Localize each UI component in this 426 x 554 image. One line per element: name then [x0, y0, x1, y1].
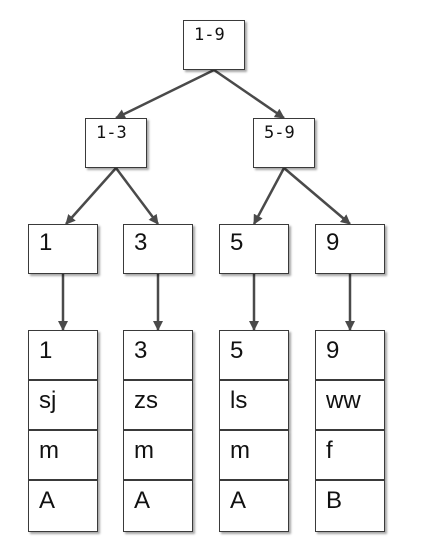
edge-right-to-leaf-5	[252, 167, 286, 225]
leaf-label: 1	[39, 229, 53, 256]
record-value: m	[230, 437, 250, 464]
right-internal-label: 5-9	[264, 123, 295, 143]
leaf-node-9: 9	[315, 224, 385, 274]
record-cell: A	[28, 480, 98, 532]
record-value: f	[326, 437, 333, 464]
root-node: 1-9	[183, 20, 245, 70]
left-internal-label: 1-3	[96, 123, 127, 143]
record-cell: A	[123, 480, 193, 532]
leaf-node-3: 3	[123, 224, 193, 274]
record-cell: 9	[315, 330, 385, 380]
leaf-label: 5	[230, 229, 244, 256]
record-cell: m	[219, 430, 289, 480]
record-value: ww	[326, 387, 361, 414]
record-value: A	[230, 487, 247, 514]
record-value: 1	[39, 337, 53, 364]
edge-left-to-leaf-1	[65, 167, 117, 225]
record-value: B	[326, 487, 343, 514]
left-internal-node: 1-3	[85, 118, 147, 168]
leaf-node-5: 5	[219, 224, 289, 274]
record-cell: B	[315, 480, 385, 532]
record-value: 9	[326, 337, 340, 364]
record-value: ls	[230, 387, 248, 414]
record-cell: ww	[315, 380, 385, 430]
record-cell: A	[219, 480, 289, 532]
record-value: m	[134, 437, 154, 464]
record-cell: f	[315, 430, 385, 480]
record-cell: 1	[28, 330, 98, 380]
record-cell: 3	[123, 330, 193, 380]
leaf-label: 9	[326, 229, 340, 256]
edge-root-to-right	[213, 68, 285, 120]
record-value: A	[39, 487, 56, 514]
record-value: sj	[39, 387, 57, 414]
edge-root-to-left	[115, 68, 215, 120]
record-cell: m	[28, 430, 98, 480]
record-cell: m	[123, 430, 193, 480]
record-value: A	[134, 487, 151, 514]
record-value: 3	[134, 337, 148, 364]
edge-left-to-leaf-3	[115, 167, 159, 225]
record-value: zs	[134, 387, 158, 414]
record-cell: 5	[219, 330, 289, 380]
record-cell: zs	[123, 380, 193, 430]
leaf-node-1: 1	[28, 224, 98, 274]
right-internal-node: 5-9	[253, 118, 315, 168]
root-label: 1-9	[194, 25, 225, 45]
leaf-label: 3	[134, 229, 148, 256]
record-cell: ls	[219, 380, 289, 430]
record-cell: sj	[28, 380, 98, 430]
record-value: m	[39, 437, 59, 464]
edge-right-to-leaf-9	[283, 167, 351, 225]
record-value: 5	[230, 337, 244, 364]
